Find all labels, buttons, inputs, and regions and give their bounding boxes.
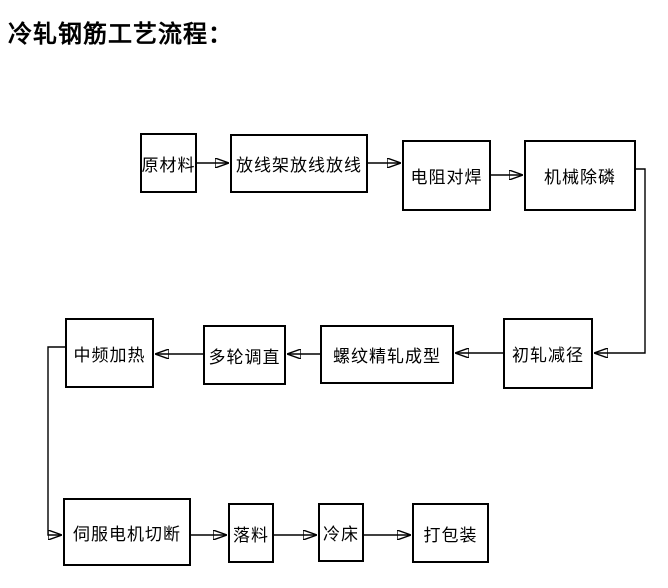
flow-node-raw-material: 原材料 [140, 133, 197, 193]
flow-node-mechanical-descaling: 机械除磷 [524, 140, 636, 211]
flow-node-resistance-butt-welding: 电阻对焊 [402, 140, 491, 211]
flow-node-payoff-stand: 放线架放线放线 [230, 134, 368, 193]
page-title: 冷轧钢筋工艺流程： [8, 22, 233, 48]
flow-node-multi-wheel-straightening: 多轮调直 [203, 325, 286, 385]
flow-node-packing: 打包装 [412, 503, 489, 563]
flow-node-blanking: 落料 [228, 503, 274, 563]
flow-node-servo-motor-cutting: 伺服电机切断 [63, 498, 191, 566]
flow-node-initial-rolling-reduction: 初轧减径 [503, 318, 593, 389]
flow-node-thread-precision-rolling: 螺纹精轧成型 [320, 325, 454, 384]
flow-node-mf-induction-heating: 中频加热 [65, 318, 154, 388]
flow-node-cooling-bed: 冷床 [318, 503, 364, 562]
